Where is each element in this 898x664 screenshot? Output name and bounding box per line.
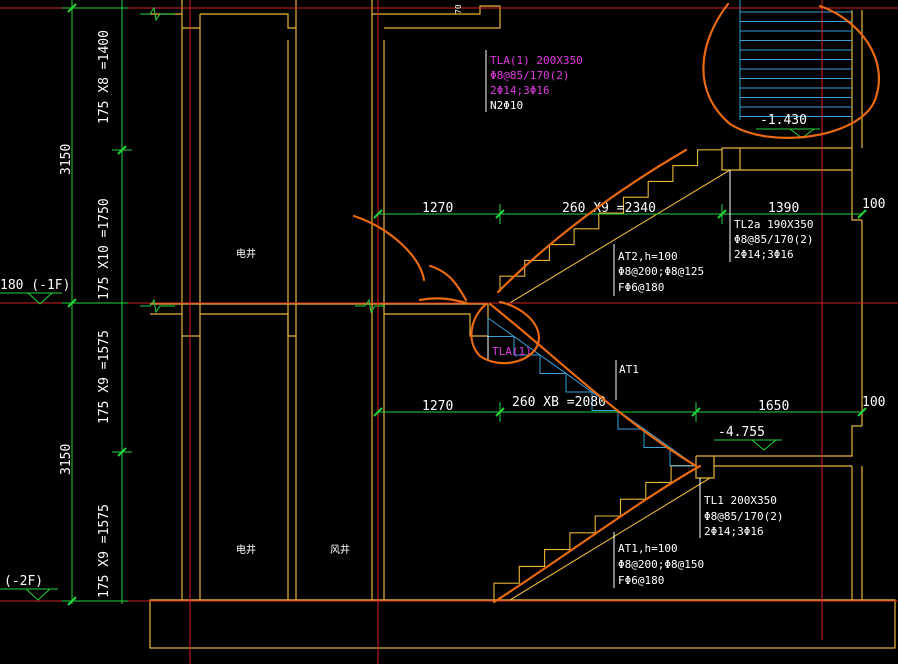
upper-right-dim: 1390 [768, 201, 799, 216]
lower-total-dim: 3150 [59, 444, 74, 475]
air-shaft-label: 风井 [330, 543, 350, 556]
level-2f-label: (-2F) [4, 574, 43, 589]
at1-line-3: FΦ6@180 [618, 574, 664, 587]
red-pen-markup [352, 2, 881, 604]
at1-annotation: AT1,h=100 Φ8@200;Φ8@150 FΦ6@180 [618, 542, 704, 587]
tl1-line-2: Φ8@85/170(2) [704, 510, 783, 523]
lower-edge-dim: 100 [862, 395, 885, 410]
mid-lower-level: -4.755 [718, 425, 765, 440]
level-1f-label: 180 (-1F) [0, 278, 70, 293]
mid-upper-level: -1.430 [760, 113, 807, 128]
at1-line-2: Φ8@200;Φ8@150 [618, 558, 704, 571]
tla1-tag: TLA(1) [492, 345, 532, 358]
tla1-line-4: N2Φ10 [490, 99, 523, 112]
tl2a-line-3: 2Φ14;3Φ16 [734, 248, 794, 261]
tla1-line-1: TLA(1) 200X350 [490, 54, 583, 67]
tl2a-annotation: TL2a 190X350 Φ8@85/170(2) 2Φ14;3Φ16 [734, 218, 813, 261]
wall-lines [149, 0, 896, 649]
upper-flight-soffit [507, 169, 731, 305]
lower-top-dim: 175 X9 =1575 [97, 330, 112, 424]
hidden-flight-soffit [487, 317, 697, 467]
upper-edge-dim: 100 [862, 197, 885, 212]
lower-flight-soffit [509, 477, 711, 601]
tla1-line-3: 2Φ14;3Φ16 [490, 84, 550, 97]
lower-run-dim: 260 XB =2080 [512, 395, 606, 410]
upper-total-dim: 3150 [59, 144, 74, 175]
at1-tag: AT1 [619, 363, 639, 376]
lower-right-dim: 1650 [758, 399, 789, 414]
break-symbols [140, 6, 385, 314]
upper-left-dim: 1270 [422, 201, 453, 216]
top-fragment-label: 70 [454, 4, 463, 14]
lower-bottom-dim: 175 X9 =1575 [97, 504, 112, 598]
tl1-annotation: TL1 200X350 Φ8@85/170(2) 2Φ14;3Φ16 [704, 494, 783, 538]
at1-line-1: AT1,h=100 [618, 542, 678, 555]
tl2a-line-1: TL2a 190X350 [734, 218, 813, 231]
leader-lines [485, 50, 731, 588]
shaft-lower-label: 电井 [236, 543, 256, 556]
upper-top-dim: 175 X8 =1400 [97, 30, 112, 124]
stair-flights [493, 149, 731, 601]
at2-line-1: AT2,h=100 [618, 250, 678, 263]
upper-landing-hatch [739, 0, 852, 120]
lower-left-dim: 1270 [422, 399, 453, 414]
tl1-line-1: TL1 200X350 [704, 494, 777, 507]
at2-line-2: Φ8@200;Φ8@125 [618, 265, 704, 278]
tla1-annotation: TLA(1) 200X350 Φ8@85/170(2) 2Φ14;3Φ16 N2… [490, 54, 583, 112]
upper-flight-steps [499, 149, 723, 292]
tl2a-line-2: Φ8@85/170(2) [734, 233, 813, 246]
at2-line-3: FΦ6@180 [618, 281, 664, 294]
hidden-flight [487, 317, 697, 467]
upper-bottom-dim: 175 X10 =1750 [97, 198, 112, 300]
tla1-line-2: Φ8@85/170(2) [490, 69, 569, 82]
level-markers [0, 128, 820, 601]
at2-annotation: AT2,h=100 Φ8@200;Φ8@125 FΦ6@180 [618, 250, 704, 294]
tl1-line-3: 2Φ14;3Φ16 [704, 525, 764, 538]
upper-run-dim: 260 X9 =2340 [562, 201, 656, 216]
dimension-ticks [67, 3, 867, 606]
shaft-upper-label: 电井 [236, 247, 256, 260]
